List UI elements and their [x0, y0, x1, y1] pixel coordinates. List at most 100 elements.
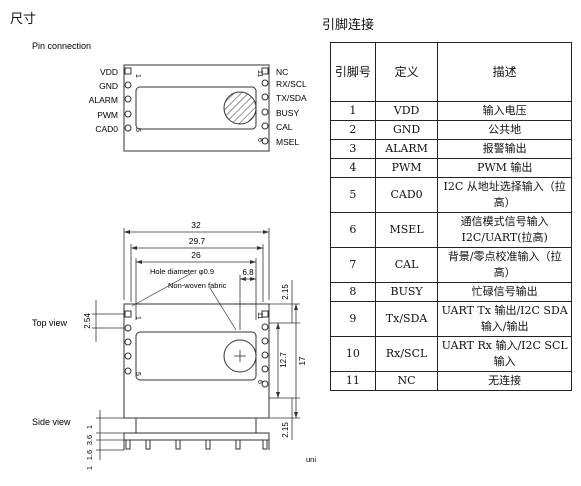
header-definition: 定义 [374, 42, 439, 102]
top-view-label: Top view [32, 318, 68, 328]
pin-no: 6 [330, 212, 376, 248]
pin-desc: 公共地 [437, 120, 572, 140]
pin-no: 11 [330, 371, 376, 391]
table-row: 9 Tx/SDA UART Tx 输出/I2C SDA 输入/输出 [330, 301, 572, 337]
table-row: 5 CAD0 I2C 从地址选择输入（拉高） [330, 177, 572, 213]
left-pin-label: CAD0 [95, 124, 118, 134]
pin-def: Rx/SCL [374, 336, 439, 372]
table-row: 2 GND 公共地 [330, 120, 572, 140]
dim-pin-pitch: 2.54 [83, 313, 92, 329]
callout-leaders [131, 273, 237, 331]
dim-overall-height: 17 [298, 356, 307, 365]
table-row: 6 MSEL 通信模式信号输入 I2C/UART(拉高) [330, 212, 572, 248]
left-pin-label: ALARM [89, 95, 118, 105]
dim-side-1-6: 1.6 [85, 450, 94, 460]
pin-module-outline [123, 64, 270, 152]
pin-no: 10 [330, 336, 376, 372]
pin-desc: PWM 输出 [437, 158, 572, 178]
pin-desc: 输入电压 [437, 101, 572, 121]
pin-desc: UART Tx 输出/I2C SDA 输入/输出 [437, 301, 572, 337]
pin-def: BUSY [374, 282, 439, 302]
table-row: 3 ALARM 报警输出 [330, 139, 572, 159]
dim-window-width: 26 [191, 250, 201, 260]
pin-no: 1 [330, 101, 376, 121]
dim-inner-width: 29.7 [189, 236, 206, 246]
pin-number: 6 [256, 138, 263, 142]
pin-def: GND [374, 120, 439, 140]
top-view-left-pins [124, 310, 132, 375]
dim-bottom-margin: 2.15 [281, 422, 290, 438]
pin-no: 2 [330, 120, 376, 140]
side-view-pins [125, 439, 268, 450]
pin-number: 5 [134, 128, 141, 132]
pin-def: MSEL [374, 212, 439, 248]
table-row: 8 BUSY 忙碌信号输出 [330, 282, 572, 302]
pin-def: Tx/SDA [374, 301, 439, 337]
right-pin-markers [261, 67, 269, 145]
table-row: 7 CAL 背景/零点校准输入（拉高） [330, 247, 572, 283]
top-view-sensor [223, 339, 257, 373]
dimension-drawing: Pin connection VDD GND ALARM PWM CAD0 NC… [32, 41, 316, 470]
right-pin-label: BUSY [276, 108, 299, 118]
pin-no: 9 [330, 301, 376, 337]
pin-def: NC [374, 371, 439, 391]
dim-side-3-6: 3.6 [85, 435, 94, 445]
dim-overall-width: 32 [191, 220, 201, 230]
right-pin-label: RX/SCL [276, 79, 307, 89]
pin-number: 1 [134, 74, 141, 78]
table-row: 1 VDD 输入电压 [330, 101, 572, 121]
dim-hole-offset: 6.8 [242, 268, 254, 277]
left-pin-label: PWM [97, 110, 118, 120]
side-view-body [123, 417, 270, 450]
dim-top-margin: 2.15 [281, 284, 290, 300]
table-row: 10 Rx/SCL UART Rx 输入/I2C SCL 输入 [330, 336, 572, 372]
pin-module-sensor [223, 91, 257, 125]
right-pin-label: MSEL [276, 137, 299, 147]
right-pin-label: CAL [276, 122, 293, 132]
pin-def: PWM [374, 158, 439, 178]
pin-def: VDD [374, 101, 439, 121]
non-woven-callout: Non-woven fabric [168, 281, 227, 290]
header-pin-number: 引脚号 [330, 42, 376, 102]
dimension-arrows [124, 230, 298, 418]
pin-desc: 忙碌信号输出 [437, 282, 572, 302]
pin-def: CAL [374, 247, 439, 283]
pin-no: 5 [330, 177, 376, 213]
table-header-row: 引脚号 定义 描述 [330, 42, 572, 102]
pin-number: 11 [256, 312, 263, 319]
pin-desc: I2C 从地址选择输入（拉高） [437, 177, 572, 213]
pin-number: 11 [256, 70, 263, 77]
pin-table: 引脚号 定义 描述 1 VDD 输入电压 2 GND 公共地 3 ALARM 报… [330, 42, 572, 391]
dim-inner-height: 12.7 [279, 352, 288, 368]
size-heading: 尺寸 [10, 12, 37, 27]
top-view-outline [123, 303, 270, 419]
pin-def: CAD0 [374, 177, 439, 213]
pin-number: 5 [134, 372, 141, 376]
side-view-dimension-lines [96, 410, 124, 460]
top-view-right-pins [261, 310, 269, 388]
pin-desc: 报警输出 [437, 139, 572, 159]
pin-no: 7 [330, 247, 376, 283]
pin-desc: UART Rx 输入/I2C SCL 输入 [437, 336, 572, 372]
left-pin-label: VDD [100, 67, 118, 77]
table-row: 4 PWM PWM 输出 [330, 158, 572, 178]
right-pin-label: NC [276, 67, 288, 77]
sensor-crosshair [234, 350, 246, 362]
side-view-label: Side view [32, 417, 71, 427]
pin-connection-label: Pin connection [32, 41, 91, 51]
hole-diameter-callout: Hole diameter φ0.9 [150, 267, 214, 276]
unit-label: uni [306, 455, 316, 464]
pin-def: ALARM [374, 139, 439, 159]
pin-desc: 通信模式信号输入 I2C/UART(拉高) [437, 212, 572, 248]
pin-number: 6 [256, 380, 263, 384]
header-description: 描述 [437, 42, 572, 102]
pin-number: 1 [134, 316, 141, 320]
pin-connection-heading: 引脚连接 [322, 18, 375, 33]
pin-desc: 背景/零点校准输入（拉高） [437, 247, 572, 283]
pin-desc: 无连接 [437, 371, 572, 391]
dim-side-1: 1 [85, 425, 94, 429]
top-view-dimension-lines [92, 228, 300, 440]
dim-side-1b: 1 [85, 466, 94, 470]
left-pin-label: GND [99, 81, 118, 91]
table-row: 11 NC 无连接 [330, 371, 572, 391]
